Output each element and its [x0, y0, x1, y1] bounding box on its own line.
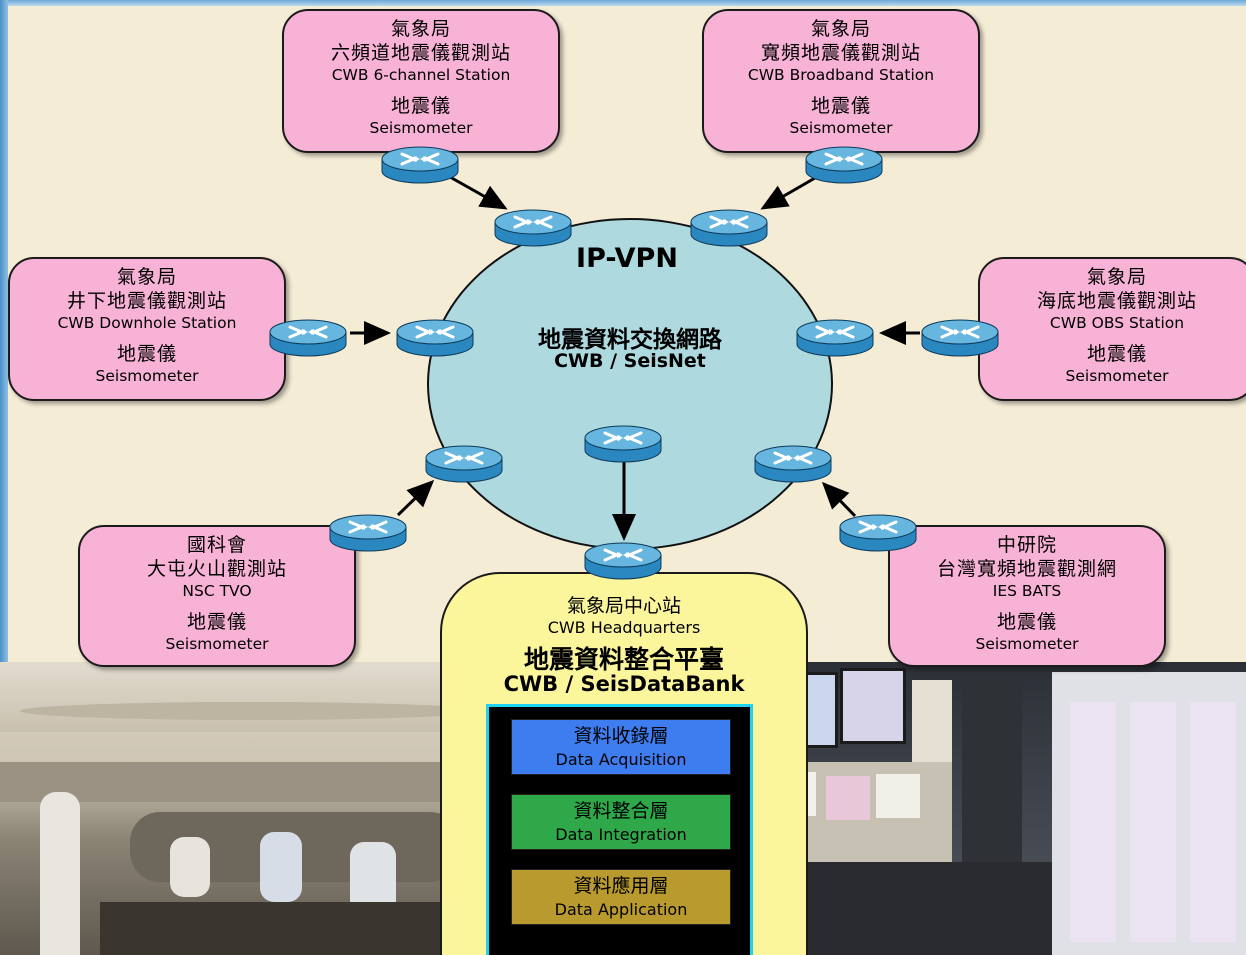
router-icon: [380, 145, 460, 185]
router-glyph: [584, 542, 662, 580]
station-device-zh: 地震儀: [116, 343, 177, 365]
station-name-zh: 台灣寬頻地震觀測網: [936, 558, 1117, 580]
station-tvo: 國科會 大屯火山觀測站 NSC TVO 地震儀 Seismometer: [78, 525, 356, 667]
station-device-en: Seismometer: [95, 367, 199, 385]
layer-name-zh: 資料應用層: [573, 875, 669, 897]
arrow-icon: [449, 175, 508, 210]
station-6channel: 氣象局 六頻道地震儀觀測站 CWB 6-channel Station 地震儀 …: [282, 9, 560, 153]
router-icon: [395, 318, 475, 358]
station-name-zh: 海底地震儀觀測站: [1036, 290, 1197, 312]
network-name-en: CWB / SeisNet: [554, 350, 706, 372]
station-name-en: CWB Broadband Station: [747, 66, 935, 84]
router-glyph: [690, 209, 768, 247]
station-device-en: Seismometer: [975, 635, 1079, 653]
station-broadband: 氣象局 寬頻地震儀觀測站 CWB Broadband Station 地震儀 S…: [702, 9, 980, 153]
router-icon: [493, 208, 573, 248]
layer-name-zh: 資料收錄層: [573, 725, 669, 747]
router-icon: [328, 513, 408, 553]
station-name-zh: 井下地震儀觀測站: [66, 290, 227, 312]
router-glyph: [425, 445, 503, 483]
router-icon: [583, 541, 663, 581]
station-name-en: CWB Downhole Station: [57, 314, 237, 332]
network-circle: [427, 218, 833, 550]
station-name-en: NSC TVO: [182, 582, 252, 600]
router-icon: [804, 145, 884, 185]
frame-left: [0, 0, 8, 955]
router-glyph: [494, 209, 572, 247]
router-glyph: [396, 319, 474, 357]
station-org: 氣象局: [1086, 266, 1147, 288]
frame-top: [0, 0, 1246, 6]
station-org: 中研院: [996, 534, 1057, 556]
station-name-zh: 六頻道地震儀觀測站: [330, 42, 511, 64]
hq-name-zh: 氣象局中心站: [566, 595, 681, 617]
router-glyph: [584, 425, 662, 463]
layer-name-zh: 資料整合層: [573, 800, 669, 822]
network-title: IP-VPN: [576, 243, 678, 274]
router-icon: [795, 318, 875, 358]
platform-name-zh: 地震資料整合平臺: [523, 645, 724, 674]
router-icon: [424, 444, 504, 484]
layer-application: 資料應用層 Data Application: [511, 869, 731, 925]
router-icon: [583, 424, 663, 464]
station-name-zh: 大屯火山觀測站: [146, 558, 287, 580]
station-name-zh: 寬頻地震儀觀測站: [760, 42, 921, 64]
station-device-zh: 地震儀: [186, 611, 247, 633]
router-glyph: [796, 319, 874, 357]
layer-name-en: Data Integration: [555, 825, 687, 844]
arrow-icon: [760, 176, 816, 210]
station-name-en: CWB 6-channel Station: [331, 66, 511, 84]
router-glyph: [381, 146, 459, 184]
network-name-zh: 地震資料交換網路: [538, 327, 722, 353]
router-icon: [268, 318, 348, 358]
layer-stack: 資料收錄層 Data Acquisition 資料整合層 Data Integr…: [486, 704, 753, 955]
router-glyph: [839, 514, 917, 552]
layer-integration: 資料整合層 Data Integration: [511, 794, 731, 850]
station-name-en: CWB OBS Station: [1049, 314, 1185, 332]
arrow-icon: [396, 479, 435, 517]
router-icon: [920, 318, 1000, 358]
station-device-zh: 地震儀: [996, 611, 1057, 633]
station-obs: 氣象局 海底地震儀觀測站 CWB OBS Station 地震儀 Seismom…: [978, 257, 1246, 401]
router-glyph: [329, 514, 407, 552]
station-name-en: IES BATS: [992, 582, 1062, 600]
router-icon: [689, 208, 769, 248]
layer-acquisition: 資料收錄層 Data Acquisition: [511, 719, 731, 775]
router-glyph: [754, 445, 832, 483]
station-org: 國科會: [186, 534, 247, 556]
control-room-photo: [0, 662, 500, 955]
station-org: 氣象局: [390, 18, 451, 40]
layer-name-en: Data Acquisition: [555, 750, 687, 769]
router-glyph: [805, 146, 883, 184]
arrow-icon: [821, 481, 857, 518]
layer-name-en: Data Application: [554, 900, 688, 919]
station-device-en: Seismometer: [789, 119, 893, 137]
router-glyph: [921, 319, 999, 357]
station-device-en: Seismometer: [369, 119, 473, 137]
station-device-zh: 地震儀: [1086, 343, 1147, 365]
station-device-zh: 地震儀: [810, 95, 871, 117]
station-device-en: Seismometer: [165, 635, 269, 653]
router-icon: [753, 444, 833, 484]
station-downhole: 氣象局 井下地震儀觀測站 CWB Downhole Station 地震儀 Se…: [8, 257, 286, 401]
platform-name-en: CWB / SeisDataBank: [503, 672, 745, 696]
station-org: 氣象局: [810, 18, 871, 40]
station-device-en: Seismometer: [1065, 367, 1169, 385]
router-icon: [838, 513, 918, 553]
station-org: 氣象局: [116, 266, 177, 288]
hq-name-en: CWB Headquarters: [547, 618, 701, 637]
station-device-zh: 地震儀: [390, 95, 451, 117]
station-bats: 中研院 台灣寬頻地震觀測網 IES BATS 地震儀 Seismometer: [888, 525, 1166, 667]
router-glyph: [269, 319, 347, 357]
